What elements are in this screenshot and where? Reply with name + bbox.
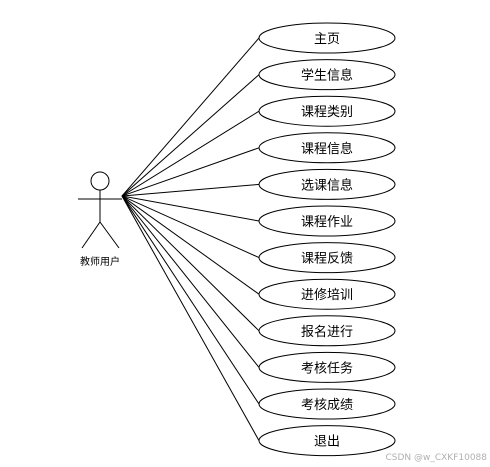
use-case: 课程类别 [258, 95, 396, 127]
use-case: 课程作业 [258, 205, 396, 237]
use-case: 课程信息 [258, 132, 396, 164]
use-case-ellipse [258, 205, 396, 237]
association-line [121, 195, 260, 368]
association-line [121, 195, 260, 332]
use-case-ellipse [258, 315, 396, 347]
use-case-label: 进修培训 [301, 287, 353, 303]
association-line [121, 195, 260, 222]
association-lines [121, 37, 260, 441]
use-case-ellipse [258, 132, 396, 164]
use-case-ellipse [258, 278, 396, 310]
use-case-ellipse [258, 59, 396, 91]
use-case-label: 课程反馈 [301, 252, 353, 267]
association-line [121, 147, 260, 197]
association-line [121, 195, 260, 259]
use-case-label: 主页 [314, 32, 340, 47]
use-case: 课程反馈 [258, 242, 396, 274]
actor-head [90, 171, 110, 191]
use-case-label: 考核成绩 [301, 398, 353, 413]
actor-right-leg [99, 221, 120, 249]
use-case-label: 课程作业 [301, 215, 353, 230]
use-case-label: 退出 [314, 435, 340, 450]
actor-left-leg [81, 221, 101, 249]
use-case-label: 选课信息 [301, 177, 353, 193]
association-line [121, 195, 260, 441]
association-line [121, 195, 260, 295]
use-case: 退出 [258, 425, 396, 457]
use-case: 报名进行 [258, 315, 396, 347]
use-case-ellipse [258, 168, 396, 200]
association-line [121, 195, 260, 405]
use-case-label: 学生信息 [301, 68, 353, 84]
use-case: 考核任务 [258, 351, 396, 383]
use-case: 选课信息 [258, 168, 396, 200]
use-case-label: 课程信息 [301, 141, 353, 157]
use-case-label: 报名进行 [301, 324, 353, 340]
watermark: CSDN @w_CXKF10088 [385, 453, 487, 463]
use-case-list: 主页学生信息课程类别课程信息选课信息课程作业课程反馈进修培训报名进行考核任务考核… [258, 22, 396, 457]
use-case-ellipse [258, 22, 396, 54]
actor-teacher [78, 171, 122, 249]
actor-label: 教师用户 [80, 255, 120, 268]
use-case-label: 考核任务 [301, 360, 353, 376]
association-line [121, 183, 260, 197]
use-case-label: 课程类别 [301, 105, 353, 120]
use-case: 考核成绩 [258, 388, 396, 420]
association-line [121, 74, 260, 197]
use-case-ellipse [258, 95, 396, 127]
use-case-ellipse [258, 388, 396, 420]
use-case: 主页 [258, 22, 396, 54]
use-case-ellipse [258, 351, 396, 383]
use-case: 学生信息 [258, 59, 396, 91]
use-case-ellipse [258, 242, 396, 274]
use-case-ellipse [258, 425, 396, 457]
association-line [121, 37, 260, 197]
association-line [121, 110, 260, 197]
use-case: 进修培训 [258, 278, 396, 310]
